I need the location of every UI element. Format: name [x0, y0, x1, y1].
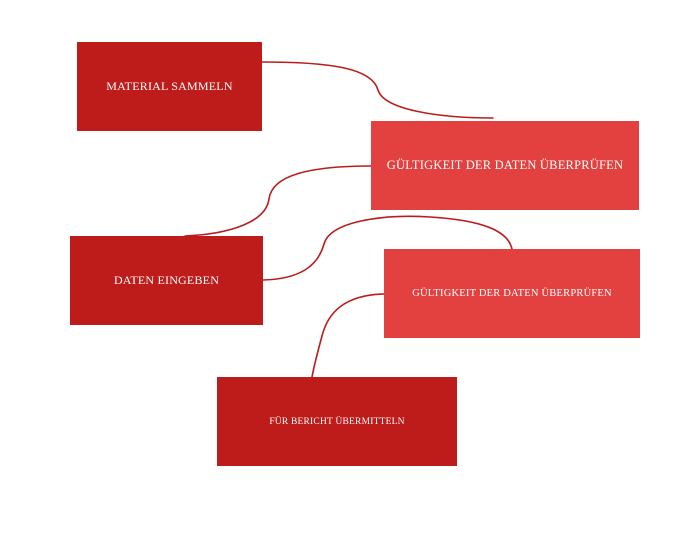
connector-3-to-4 — [262, 215, 513, 281]
step-box-bericht-uebermitteln: FÜR BERICHT ÜBERMITTELN — [217, 377, 457, 466]
step-label: DATEN EINGEBEN — [113, 273, 220, 287]
step-label: GÜLTIGKEIT DER DATEN ÜBERPRÜFEN — [412, 288, 612, 299]
step-label: GÜLTIGKEIT DER DATEN ÜBERPRÜFEN — [386, 158, 624, 172]
step-box-daten-eingeben: DATEN EINGEBEN — [70, 236, 263, 325]
connector-2-to-3 — [184, 165, 372, 237]
step-label: FÜR BERICHT ÜBERMITTELN — [269, 416, 405, 427]
step-box-material-sammeln: MATERIAL SAMMELN — [77, 42, 262, 131]
connector-4-to-5 — [311, 293, 385, 378]
step-label: MATERIAL SAMMELN — [106, 79, 233, 93]
step-box-gueltigkeit-pruefen-2: GÜLTIGKEIT DER DATEN ÜBERPRÜFEN — [384, 249, 640, 338]
step-box-gueltigkeit-pruefen-1: GÜLTIGKEIT DER DATEN ÜBERPRÜFEN — [371, 121, 639, 210]
connector-1-to-2 — [261, 61, 494, 119]
